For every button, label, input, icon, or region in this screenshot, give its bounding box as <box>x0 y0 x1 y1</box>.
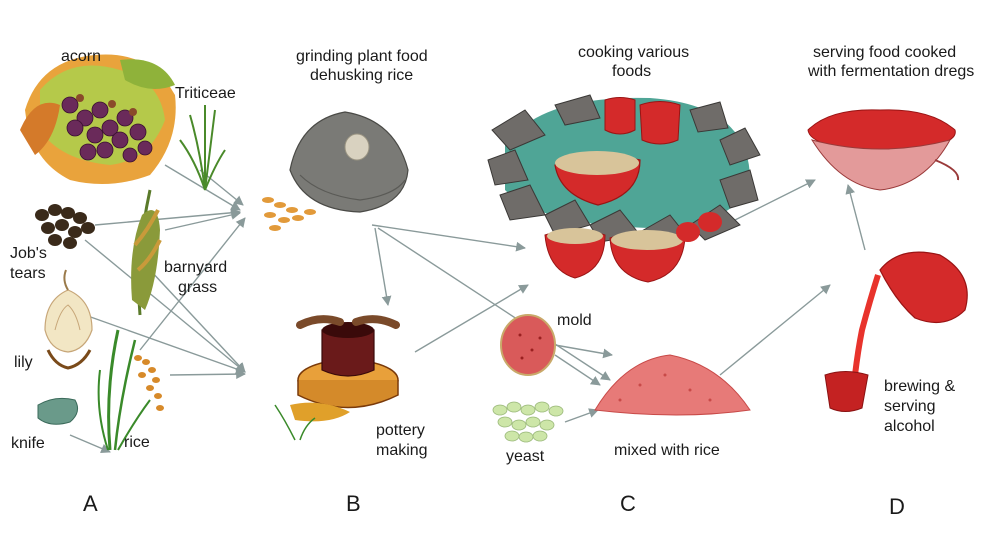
triticeae-illustration <box>179 105 226 191</box>
cooking-pit-illustration <box>487 94 761 246</box>
label-pottery-1: pottery <box>376 422 425 439</box>
label-brewing-1: brewing & <box>884 378 956 395</box>
grinding-stone-illustration <box>289 111 409 213</box>
label-cooking-1: cooking various <box>578 44 690 61</box>
arrow-jobs-tears-to-pottery <box>84 239 246 373</box>
label-jobs-tears-2: tears <box>10 265 46 282</box>
label-triticeae: Triticeae <box>175 85 236 102</box>
arrow-grinding-to-pottery <box>374 227 392 306</box>
arrow-jobs-tears-to-grinding <box>94 207 241 226</box>
label-grinding-2: dehusking rice <box>310 67 414 84</box>
arrow-mold-to-mixed <box>554 344 613 359</box>
arrow-rice-to-grinding <box>139 217 246 351</box>
panel-label-b: B <box>346 491 361 516</box>
arrow-mold-to-mixed-2 <box>554 354 601 386</box>
pottery-wheel-illustration <box>290 315 400 422</box>
label-grinding-1: grinding plant food <box>296 48 428 65</box>
arrow-yeast-to-mixed <box>564 408 599 423</box>
arrow-barnyard-to-pottery <box>149 269 246 373</box>
label-serving-2: with fermentation dregs <box>808 63 975 80</box>
arrow-acorn-to-grinding <box>164 164 241 211</box>
arrow-knife-to-rice <box>69 434 111 454</box>
rice-plant-illustration <box>97 329 164 451</box>
label-lily: lily <box>14 354 33 371</box>
brewing-jar-illustration <box>824 251 968 412</box>
label-knife: knife <box>11 435 45 452</box>
arrow-lily-to-pottery <box>84 314 246 374</box>
arrow-rice-to-pottery <box>169 369 246 380</box>
knife-illustration <box>37 397 79 425</box>
label-rice: rice <box>124 434 150 451</box>
arrow-brewing-to-serving <box>845 184 866 251</box>
label-barnyard-1: barnyard <box>164 259 228 276</box>
arrow-cooking-to-serving <box>724 179 816 226</box>
serving-basket-illustration <box>807 109 960 191</box>
panel-label-a: A <box>83 491 98 516</box>
panel-label-c: C <box>620 491 636 516</box>
mold-illustration <box>500 314 556 376</box>
label-brewing-3: alcohol <box>884 418 935 435</box>
panel-label-d: D <box>889 494 905 519</box>
arrow-grinding-to-mixed <box>377 227 611 381</box>
cooking-pots-illustration <box>544 97 722 283</box>
arrow-grinding-to-cooking <box>371 224 526 252</box>
label-mold: mold <box>557 312 592 329</box>
label-jobs-tears-1: Job's <box>10 245 47 262</box>
label-barnyard-2: grass <box>178 279 218 296</box>
label-serving-1: serving food cooked <box>813 44 957 61</box>
flow-arrows <box>69 164 866 454</box>
yeast-illustration <box>492 401 564 443</box>
label-brewing-2: serving <box>884 398 936 415</box>
label-cooking-2: foods <box>612 63 652 80</box>
lily-illustration <box>44 269 93 370</box>
label-acorn: acorn <box>61 48 102 65</box>
label-pottery-2: making <box>376 442 428 459</box>
jobs-tears-illustration <box>35 204 95 249</box>
acorn-illustration <box>20 54 176 184</box>
grain-pile-illustration <box>262 197 316 231</box>
arrow-barnyard-to-grinding <box>164 210 241 231</box>
pottery-sprig-illustration <box>274 404 316 441</box>
arrow-mixed-to-brewing <box>719 284 831 376</box>
label-mixed-with-rice: mixed with rice <box>614 442 720 459</box>
barnyard-grass-illustration <box>131 189 162 316</box>
arrow-pottery-to-cooking <box>414 284 529 353</box>
mixed-rice-pile-illustration <box>594 354 751 416</box>
label-yeast: yeast <box>506 448 545 465</box>
